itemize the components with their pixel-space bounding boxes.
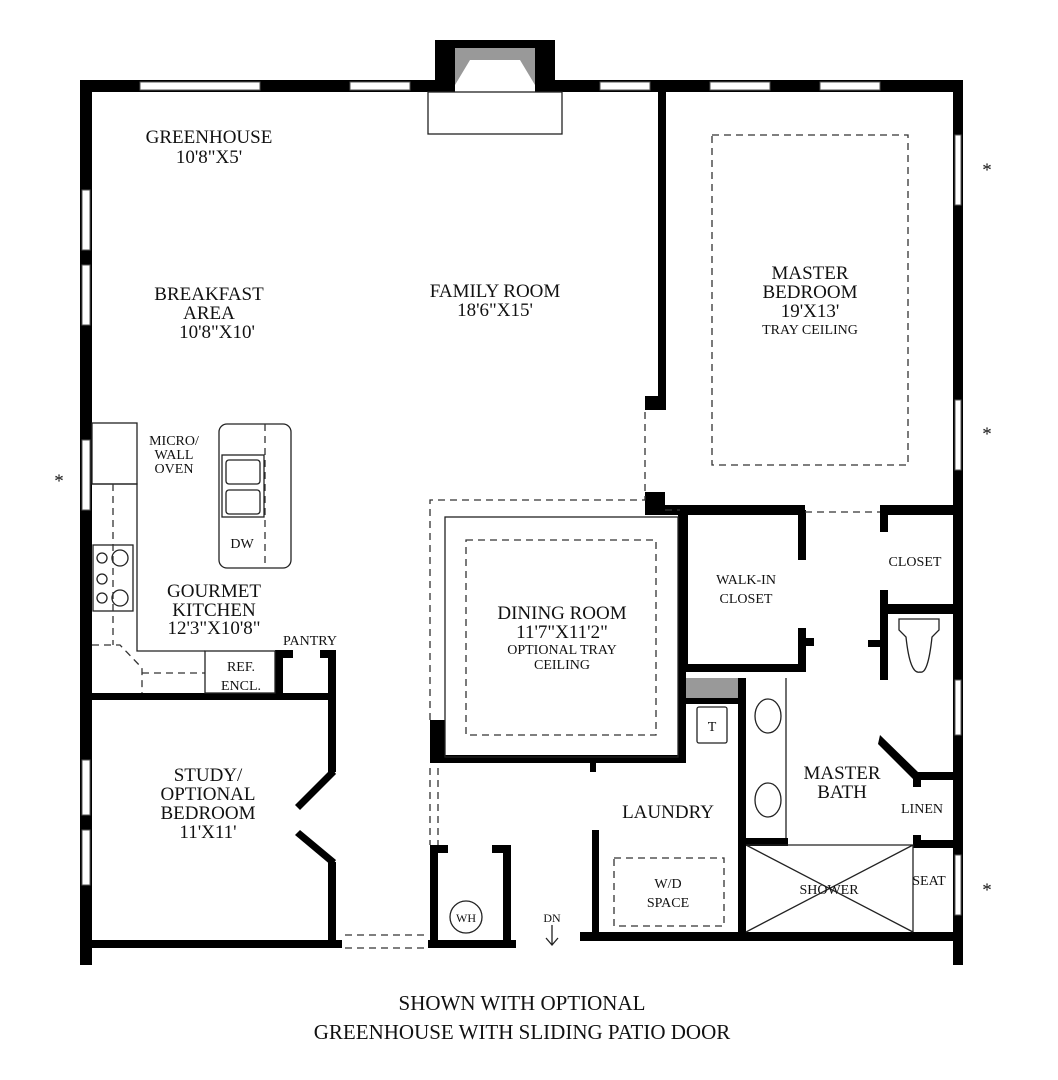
kitchen-size: 12'3"X10'8" [167,618,260,639]
wd-label: W/D [654,877,681,892]
marker: * [54,471,64,492]
breakfast-size: 10'8"X10' [179,322,255,343]
micro-label-3: OVEN [155,462,194,477]
dw-label: DW [230,537,254,552]
master-bedroom-label-2: BEDROOM [762,282,857,303]
greenhouse-label: GREENHOUSE [146,127,273,148]
dining-room-note-2: CEILING [534,658,590,673]
ref-label-2: ENCL. [221,679,261,694]
master-bath-label: MASTER [803,763,880,784]
marker: * [982,160,992,181]
study-size: 11'X11' [179,822,236,843]
linen-label: LINEN [901,802,943,817]
marker: * [982,424,992,445]
master-bedroom-note: TRAY CEILING [762,323,858,338]
micro-label-2: WALL [155,448,194,463]
micro-label: MICRO/ [149,434,199,449]
laundry-label: LAUNDRY [622,802,714,823]
study-label-2: OPTIONAL [161,784,256,805]
breakfast-label-2: AREA [183,303,235,324]
kitchen-label-2: KITCHEN [172,600,256,621]
wd-label-2: SPACE [647,896,689,911]
room-labels: GREENHOUSE 10'8"X5' BREAKFAST AREA 10'8"… [146,127,947,925]
stairs-down-label: DN [543,911,561,925]
study-label-3: BEDROOM [160,803,255,824]
master-bedroom-size: 19'X13' [781,301,840,322]
study-label: STUDY/ [174,765,243,786]
caption-line-2: GREENHOUSE WITH SLIDING PATIO DOOR [314,1020,731,1044]
family-room-size: 18'6"X15' [457,300,533,321]
walkin-closet-label: WALK-IN [716,573,776,588]
window-markers: * * * * [54,160,992,901]
ref-label: REF. [227,660,255,675]
dining-room-size: 11'7"X11'2" [516,622,608,643]
dining-room-label: DINING ROOM [497,603,626,624]
tub-label: T [708,720,717,735]
kitchen-label: GOURMET [167,581,261,602]
walkin-closet-label-2: CLOSET [720,592,773,607]
fixtures [91,134,940,949]
marker: * [982,880,992,901]
master-bedroom-label: MASTER [771,263,848,284]
walls [80,40,963,965]
water-heater-label: WH [456,911,476,925]
shower-label: SHOWER [799,883,859,898]
pantry-label: PANTRY [283,634,337,649]
breakfast-label: BREAKFAST [154,284,264,305]
greenhouse-size: 10'8"X5' [176,147,242,168]
fireplace [427,40,563,135]
dining-room-note: OPTIONAL TRAY [507,643,617,658]
master-bath-label-2: BATH [817,782,867,803]
caption-line-1: SHOWN WITH OPTIONAL [399,991,646,1015]
family-room-label: FAMILY ROOM [430,281,561,302]
seat-label: SEAT [912,874,946,889]
closet-label: CLOSET [889,555,942,570]
